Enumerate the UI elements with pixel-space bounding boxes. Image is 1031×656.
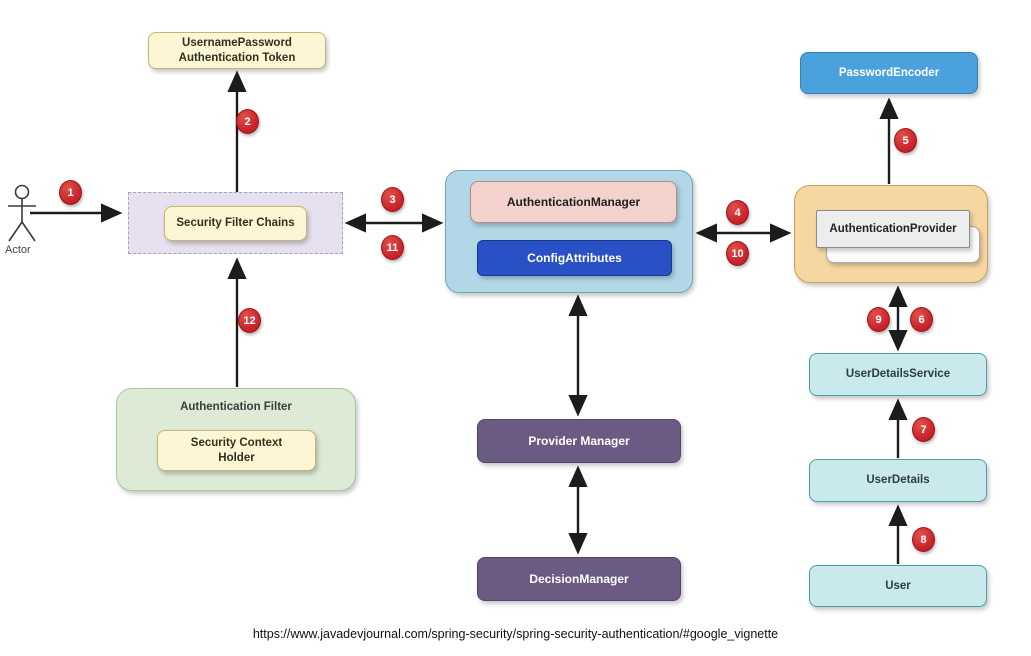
step-badge-4: 4 <box>726 200 749 225</box>
node-username-password-token: UsernamePassword Authentication Token <box>148 32 326 69</box>
actor-icon <box>8 184 36 242</box>
node-authentication-filter-label: Authentication Filter <box>180 401 292 413</box>
step-badge-8: 8 <box>912 527 935 552</box>
step-badge-1: 1 <box>59 180 82 205</box>
step-badge-9: 9 <box>867 307 890 332</box>
actor-label: Actor <box>5 244 31 256</box>
node-authentication-manager: AuthenticationManager <box>470 181 677 223</box>
step-badge-7: 7 <box>912 417 935 442</box>
node-user-details: UserDetails <box>809 459 987 502</box>
step-badge-5: 5 <box>894 128 917 153</box>
node-authentication-provider: AuthenticationProvider <box>816 210 970 248</box>
node-user-details-service: UserDetailsService <box>809 353 987 396</box>
step-badge-3: 3 <box>381 187 404 212</box>
node-user: User <box>809 565 987 607</box>
node-decision-manager: DecisionManager <box>477 557 681 601</box>
node-provider-manager: Provider Manager <box>477 419 681 463</box>
node-password-encoder: PasswordEncoder <box>800 52 978 94</box>
step-badge-11: 11 <box>381 235 404 260</box>
step-badge-2: 2 <box>236 109 259 134</box>
node-authentication-filter-container: Authentication Filter <box>116 388 356 491</box>
node-security-context-holder: Security Context Holder <box>157 430 316 471</box>
node-config-attributes: ConfigAttributes <box>477 240 672 276</box>
node-security-filter-chains: Security Filter Chains <box>164 206 307 241</box>
step-badge-6: 6 <box>910 307 933 332</box>
source-url: https://www.javadevjournal.com/spring-se… <box>252 627 779 641</box>
step-badge-12: 12 <box>238 308 261 333</box>
step-badge-10: 10 <box>726 241 749 266</box>
